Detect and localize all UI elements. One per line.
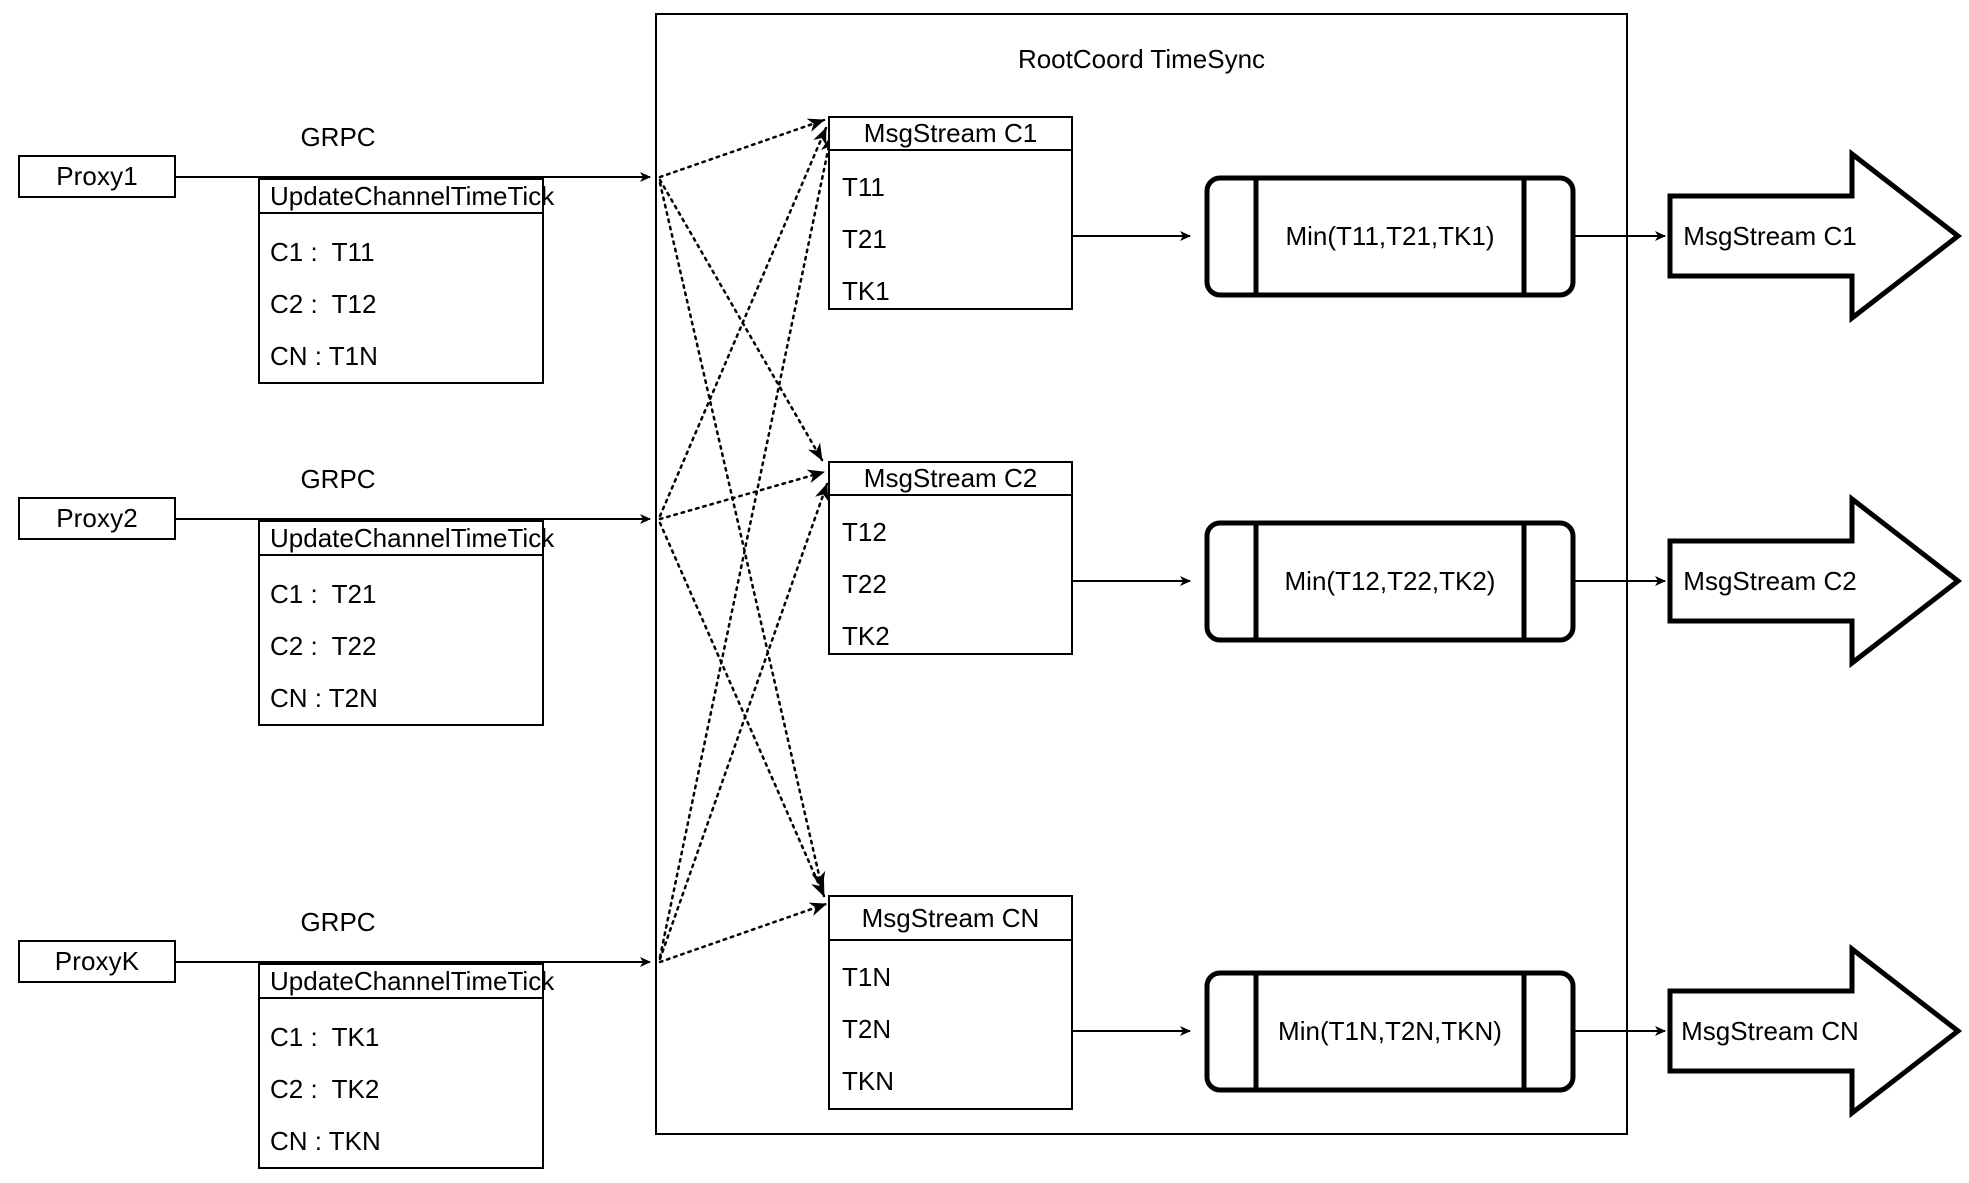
min-label-3: Min(T1N,T2N,TKN) — [1278, 1016, 1502, 1046]
min-label-1: Min(T11,T21,TK1) — [1285, 221, 1495, 251]
uct-title: UpdateChannelTimeTick — [260, 522, 554, 556]
uct-rows: C1 : T11 C2 : T12 CN : T1N — [260, 214, 542, 382]
proxy-label: Proxy2 — [56, 503, 138, 533]
uct-rows: C1 : TK1 C2 : TK2 CN : TKN — [260, 999, 542, 1167]
uct-row: C2 : T12 — [270, 288, 377, 319]
grpc-label-2: GRPC — [300, 464, 376, 494]
msgstream-row: T2N — [842, 1013, 892, 1044]
msgstream-box-1: MsgStream C1 T11 T21 TK1 — [828, 116, 1073, 310]
min-label-2: Min(T12,T22,TK2) — [1284, 566, 1496, 596]
grpc-label-1: GRPC — [300, 122, 376, 152]
rootcoord-timesync-container — [655, 13, 1628, 1135]
uct-title: UpdateChannelTimeTick — [260, 965, 554, 999]
uct-row: CN : T1N — [270, 340, 378, 371]
uct-row: C1 : T11 — [270, 236, 375, 267]
output-block-arrows — [1667, 148, 1963, 1119]
msgstream-row: TKN — [842, 1065, 894, 1096]
grpc-label-3: GRPC — [300, 907, 376, 937]
msgstream-title: MsgStream C2 — [830, 463, 1071, 496]
msgstream-row: TK2 — [842, 620, 890, 651]
proxy-box-2[interactable]: Proxy2 — [18, 497, 176, 540]
output-arrow-label-3: MsgStream CN — [1681, 1015, 1859, 1046]
msgstream-row: T12 — [842, 516, 887, 547]
uct-rows: C1 : T21 C2 : T22 CN : T2N — [260, 556, 542, 724]
msgstream-box-3: MsgStream CN T1N T2N TKN — [828, 895, 1073, 1110]
update-channel-timetick-box-1: UpdateChannelTimeTick C1 : T11 C2 : T12 … — [258, 178, 554, 384]
uct-row: CN : T2N — [270, 682, 378, 713]
output-arrow-label-2: MsgStream C2 — [1683, 565, 1857, 596]
uct-row: C1 : TK1 — [270, 1021, 380, 1052]
msgstream-row: TK1 — [842, 275, 890, 306]
uct-row: C2 : T22 — [270, 630, 377, 661]
update-channel-timetick-box-3: UpdateChannelTimeTick C1 : TK1 C2 : TK2 … — [258, 963, 554, 1169]
msgstream-title: MsgStream C1 — [830, 118, 1071, 151]
update-channel-timetick-box-2: UpdateChannelTimeTick C1 : T21 C2 : T22 … — [258, 520, 554, 726]
msgstream-rows: T1N T2N TKN — [830, 941, 1071, 1108]
proxy-box-3[interactable]: ProxyK — [18, 940, 176, 983]
proxy-label: ProxyK — [54, 946, 140, 976]
msgstream-row: T21 — [842, 223, 887, 254]
output-arrow-label-1: MsgStream C1 — [1683, 220, 1857, 251]
uct-row: CN : TKN — [270, 1125, 381, 1156]
msgstream-box-2: MsgStream C2 T12 T22 TK2 — [828, 461, 1073, 655]
uct-title: UpdateChannelTimeTick — [260, 180, 554, 214]
msgstream-title: MsgStream CN — [830, 897, 1071, 941]
msgstream-row: T1N — [842, 961, 892, 992]
uct-row: C2 : TK2 — [270, 1073, 380, 1104]
msgstream-rows: T11 T21 TK1 — [830, 151, 1071, 317]
msgstream-row: T11 — [842, 171, 885, 202]
msgstream-row: T22 — [842, 568, 887, 599]
msgstream-rows: T12 T22 TK2 — [830, 496, 1071, 662]
proxy-label: Proxy1 — [56, 161, 138, 191]
rootcoord-timesync-title: RootCoord TimeSync — [1017, 44, 1266, 74]
uct-row: C1 : T21 — [270, 578, 377, 609]
proxy-box-1[interactable]: Proxy1 — [18, 155, 176, 198]
